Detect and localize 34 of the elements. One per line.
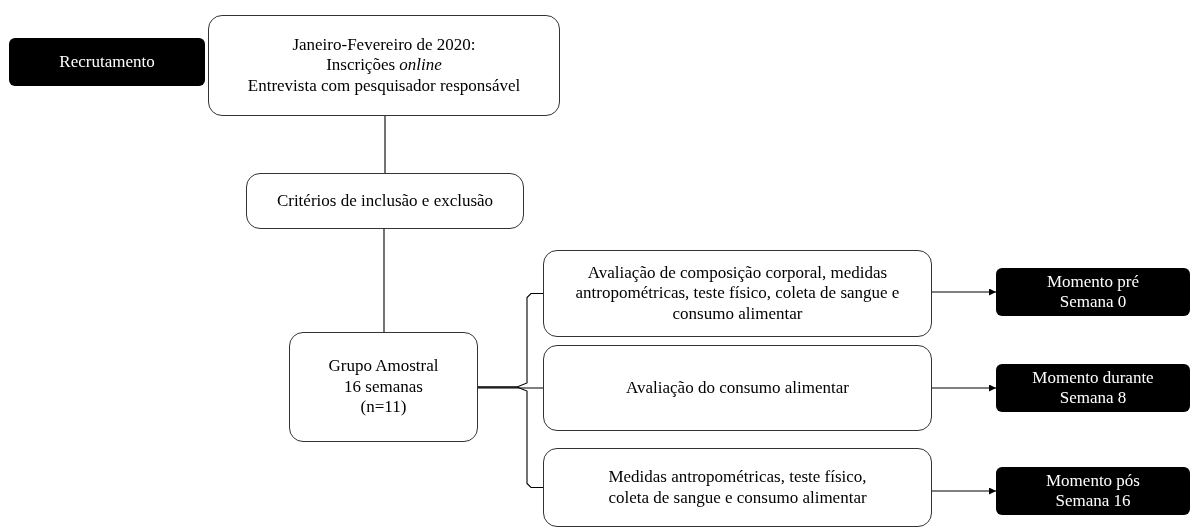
node-text: Entrevista com pesquisador responsável	[247, 75, 521, 97]
connector-line	[477, 387, 544, 389]
connector-line	[384, 115, 386, 174]
node-text: Momento pré	[1046, 271, 1140, 292]
process-box	[208, 15, 560, 116]
node-text: Avaliação de composição corporal, medidas antropométricas, teste físico, coleta de sangue e consumo alimentar	[574, 262, 901, 325]
node-text: 16 semanas	[344, 376, 423, 398]
arrow	[931, 288, 997, 296]
node-text: Semana 8	[1059, 388, 1127, 409]
label-box	[9, 38, 205, 86]
process-box	[543, 448, 932, 527]
node-text: Recrutamento	[59, 51, 155, 73]
node-text: Avaliação do consumo alimentar	[626, 377, 849, 399]
node-text: Medidas antropométricas, teste físico, coleta de sangue e consumo alimentar	[607, 467, 868, 508]
process-box	[543, 250, 932, 337]
arrow	[931, 384, 997, 392]
node-text: Janeiro-Fevereiro de 2020:	[292, 34, 476, 56]
node-text: Grupo Amostral	[328, 356, 439, 377]
connector-line	[383, 228, 385, 333]
label-box	[996, 467, 1190, 515]
node-text: Momento pós	[1046, 470, 1140, 491]
process-box	[289, 332, 478, 442]
node-text: Momento durante	[1032, 367, 1154, 388]
process-box	[543, 345, 932, 431]
node-text: Critérios de inclusão e exclusão	[276, 190, 494, 212]
arrow	[931, 487, 997, 495]
connector-line	[477, 386, 544, 489]
node-text: Semana 16	[1055, 491, 1131, 512]
process-box	[246, 173, 524, 229]
label-box	[996, 268, 1190, 316]
node-text: (n=11)	[360, 397, 407, 418]
node-text: Semana 0	[1059, 292, 1127, 313]
label-box	[996, 364, 1190, 412]
node-text: Inscrições online	[326, 55, 442, 76]
